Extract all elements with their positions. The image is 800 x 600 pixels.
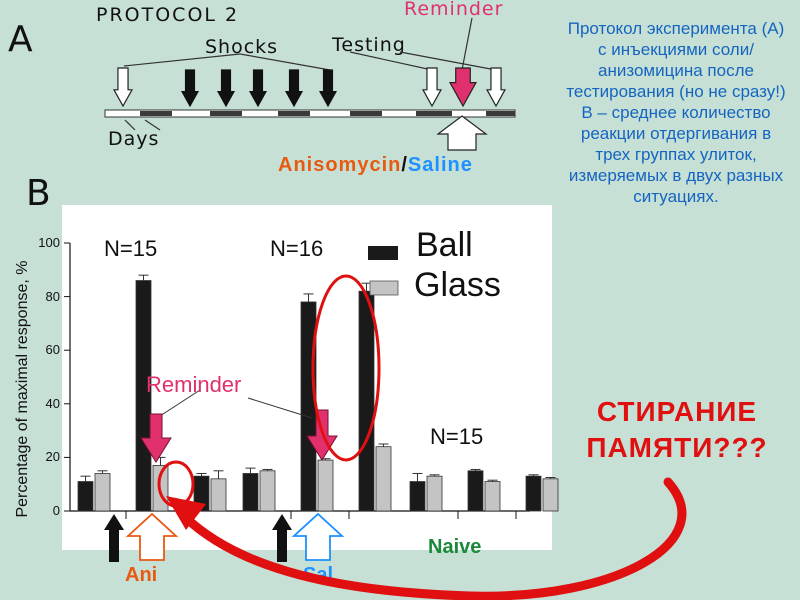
shocks-connector xyxy=(123,53,241,67)
shock-arrow xyxy=(248,69,268,108)
reminder-connector xyxy=(461,17,473,71)
days-connector xyxy=(124,119,136,131)
timeline-day-block xyxy=(350,111,382,116)
y-tick-label: 0 xyxy=(52,503,60,518)
legend-ball-label: Ball xyxy=(416,226,473,264)
group-label-naive: Naive xyxy=(428,536,482,558)
panel-a-letter: A xyxy=(8,19,33,60)
shock-arrow xyxy=(318,69,338,108)
timeline-day-block xyxy=(140,111,172,116)
y-tick-label: 60 xyxy=(45,342,60,358)
shock-up-arrow-sal xyxy=(272,514,292,562)
panel-a-reminder-label: Reminder xyxy=(404,0,504,20)
drug-label: Anisomycin/Saline xyxy=(278,154,473,177)
drug-anisomycin: Anisomycin xyxy=(278,154,402,176)
shocks-label: Shocks xyxy=(205,36,279,58)
injection-arrow-sal xyxy=(291,512,345,561)
timeline xyxy=(104,109,516,118)
legend-glass-label: Glass xyxy=(414,266,501,304)
y-tick-label: 40 xyxy=(45,395,60,411)
shock-arrow xyxy=(284,69,304,108)
timeline-day-block xyxy=(416,111,452,116)
reminder-arrow-ani xyxy=(140,413,172,463)
n-label-sal: N=16 xyxy=(270,236,324,261)
group-label-ani: Ani xyxy=(125,564,158,586)
reminder-connector xyxy=(159,389,201,417)
shock-arrow xyxy=(180,69,200,108)
memory-erasure-question: СТИРАНИЕ ПАМЯТИ??? xyxy=(586,396,768,463)
testing-connector xyxy=(399,51,497,71)
n-label-naive: N=15 xyxy=(430,424,484,449)
reminder-arrow xyxy=(448,67,478,108)
days-label: Days xyxy=(108,128,160,150)
injection-up-arrow xyxy=(436,115,488,151)
protocol-title: PROTOCOL 2 xyxy=(96,4,240,26)
drug-saline: Saline xyxy=(407,154,473,176)
shock-arrow xyxy=(216,69,236,108)
y-tick-label: 20 xyxy=(45,449,60,465)
timeline-day-block xyxy=(210,111,242,116)
injection-arrow-ani xyxy=(125,512,179,561)
shock-up-arrow-ani xyxy=(104,514,124,562)
timeline-day-block xyxy=(486,111,515,116)
n-label-ani: N=15 xyxy=(104,236,158,261)
days-connector xyxy=(144,119,161,131)
description-text: Протокол эксперимента (А) с инъекциями с… xyxy=(566,19,786,206)
y-tick-label: 80 xyxy=(45,288,60,304)
chart-reminder-label: Reminder xyxy=(146,372,242,397)
legend-glass-swatch xyxy=(369,280,399,296)
y-tick-label: 100 xyxy=(38,235,60,250)
testing-label: Testing xyxy=(332,34,406,56)
reminder-connector xyxy=(247,397,313,419)
highlight-ellipse-sal xyxy=(311,274,381,462)
panel-b-letter: B xyxy=(26,173,51,214)
shocks-connector xyxy=(239,53,331,71)
testing-connector xyxy=(349,51,433,71)
drug-separator: / xyxy=(401,154,408,176)
testing-arrow xyxy=(485,67,507,108)
timeline-day-block xyxy=(278,111,310,116)
testing-arrow xyxy=(421,67,443,108)
legend-ball-swatch xyxy=(368,246,398,260)
testing-arrow xyxy=(112,67,134,108)
